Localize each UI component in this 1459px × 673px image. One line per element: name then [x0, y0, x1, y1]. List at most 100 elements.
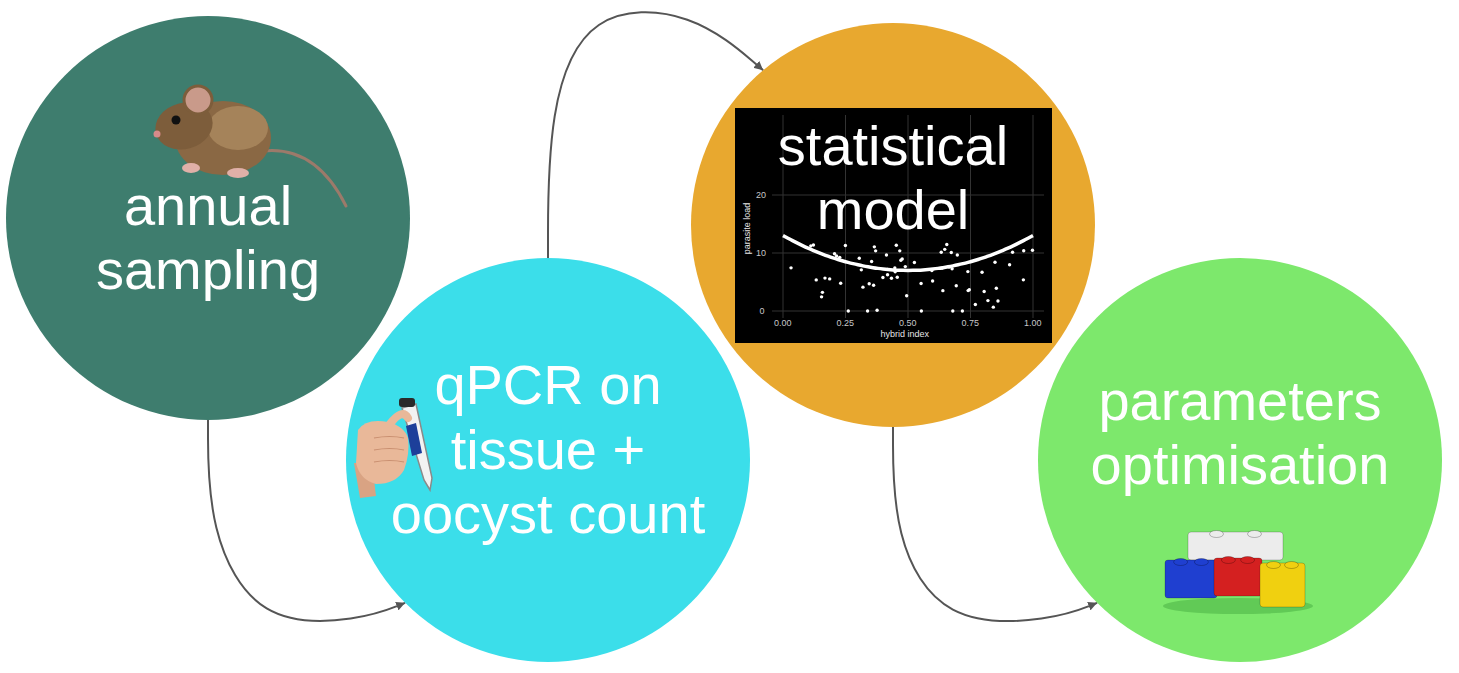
data-point	[870, 260, 873, 263]
data-point	[885, 253, 888, 256]
data-point	[789, 266, 792, 269]
tick-label: 0.25	[837, 319, 855, 328]
data-point	[896, 276, 899, 279]
node-text: qPCR on tissue + oocyst count	[368, 353, 728, 546]
data-point	[815, 278, 818, 281]
pipette-band	[406, 423, 422, 456]
lego-stud	[1210, 531, 1224, 538]
data-point	[1031, 248, 1034, 251]
lego-stud	[1174, 559, 1188, 566]
data-point	[986, 299, 989, 302]
axis-title: hybrid index	[881, 330, 930, 339]
data-point	[847, 309, 850, 312]
optimisation-circle: parameters optimisation	[1038, 258, 1442, 662]
data-point	[956, 253, 959, 256]
axis-title: parasite load	[743, 202, 752, 254]
data-point	[861, 285, 864, 288]
tick-label: 10	[756, 249, 766, 258]
data-point	[993, 261, 996, 264]
data-point	[874, 249, 877, 252]
data-point	[820, 295, 823, 298]
tick-label: 0.50	[899, 319, 917, 328]
data-point	[1008, 263, 1011, 266]
data-point	[866, 309, 869, 312]
data-point	[821, 291, 824, 294]
data-point	[875, 309, 878, 312]
model-circle: statistical modelparasite load hybrid ind…	[691, 23, 1095, 427]
data-point	[868, 282, 871, 285]
data-point	[833, 252, 836, 255]
data-point	[945, 243, 948, 246]
tick-label: 0	[760, 307, 765, 316]
tick-label: 0.75	[962, 319, 980, 328]
node-text: parameters optimisation	[1070, 369, 1410, 498]
data-point	[1022, 278, 1025, 281]
data-point	[950, 251, 953, 254]
data-point	[974, 303, 977, 306]
data-point	[941, 289, 944, 292]
hand	[356, 421, 409, 484]
lab-circle: qPCR on tissue + oocyst count	[346, 258, 750, 662]
data-point	[996, 299, 999, 302]
data-point	[1022, 249, 1025, 252]
data-point	[844, 244, 847, 247]
grid-line	[772, 253, 1044, 254]
data-point	[812, 243, 815, 246]
circle-fill	[691, 23, 1095, 427]
data-point	[839, 282, 842, 285]
data-point	[961, 309, 964, 312]
data-point	[858, 257, 861, 260]
thumb	[390, 414, 408, 424]
node-text: annual sampling	[58, 174, 358, 303]
data-point	[951, 309, 954, 312]
data-point	[881, 276, 884, 279]
data-point	[931, 279, 934, 282]
tick-label: 0.00	[774, 319, 792, 328]
data-point	[919, 282, 922, 285]
lego-brick	[1165, 560, 1217, 598]
data-point	[982, 290, 985, 293]
lego-brick	[1188, 532, 1283, 560]
pipette-plunger	[399, 398, 415, 407]
lego-stud	[1241, 557, 1255, 564]
data-point	[890, 277, 893, 280]
data-point	[955, 284, 958, 287]
data-point	[899, 258, 902, 261]
data-point	[992, 305, 995, 308]
mouse-fur	[208, 106, 268, 150]
lego-stud	[1285, 562, 1299, 569]
data-point	[860, 268, 863, 271]
data-point	[898, 249, 901, 252]
data-point	[828, 277, 831, 280]
sampling-circle: annual sampling	[6, 16, 410, 420]
lego-illustration	[1163, 531, 1313, 615]
data-point	[943, 248, 946, 251]
lego-brick	[1214, 558, 1262, 596]
lego-brick	[1260, 563, 1305, 607]
lego-stud	[1194, 559, 1208, 566]
circle-fill	[6, 16, 410, 420]
circle-fill	[1038, 258, 1442, 662]
scatter-plot	[735, 108, 1052, 343]
data-point	[1011, 250, 1014, 253]
finger-crease	[374, 449, 404, 451]
data-point	[904, 265, 907, 268]
data-point	[873, 245, 876, 248]
tick-label: 20	[756, 191, 766, 200]
node-text: statistical model	[743, 114, 1043, 243]
lego-stud	[1221, 557, 1235, 564]
mouse-nose	[154, 131, 161, 138]
data-point	[966, 289, 969, 292]
mouse-eye	[172, 116, 181, 125]
mouse-foot	[182, 163, 200, 173]
lego-stud	[1267, 562, 1281, 569]
tick-label: 1.00	[1024, 319, 1042, 328]
finger-crease	[374, 437, 404, 439]
finger-crease	[374, 461, 404, 463]
data-point	[966, 270, 969, 273]
lego-stud	[1248, 531, 1262, 538]
plot-panel	[735, 108, 1052, 343]
mouse-ear	[184, 86, 212, 114]
data-point	[895, 244, 898, 247]
